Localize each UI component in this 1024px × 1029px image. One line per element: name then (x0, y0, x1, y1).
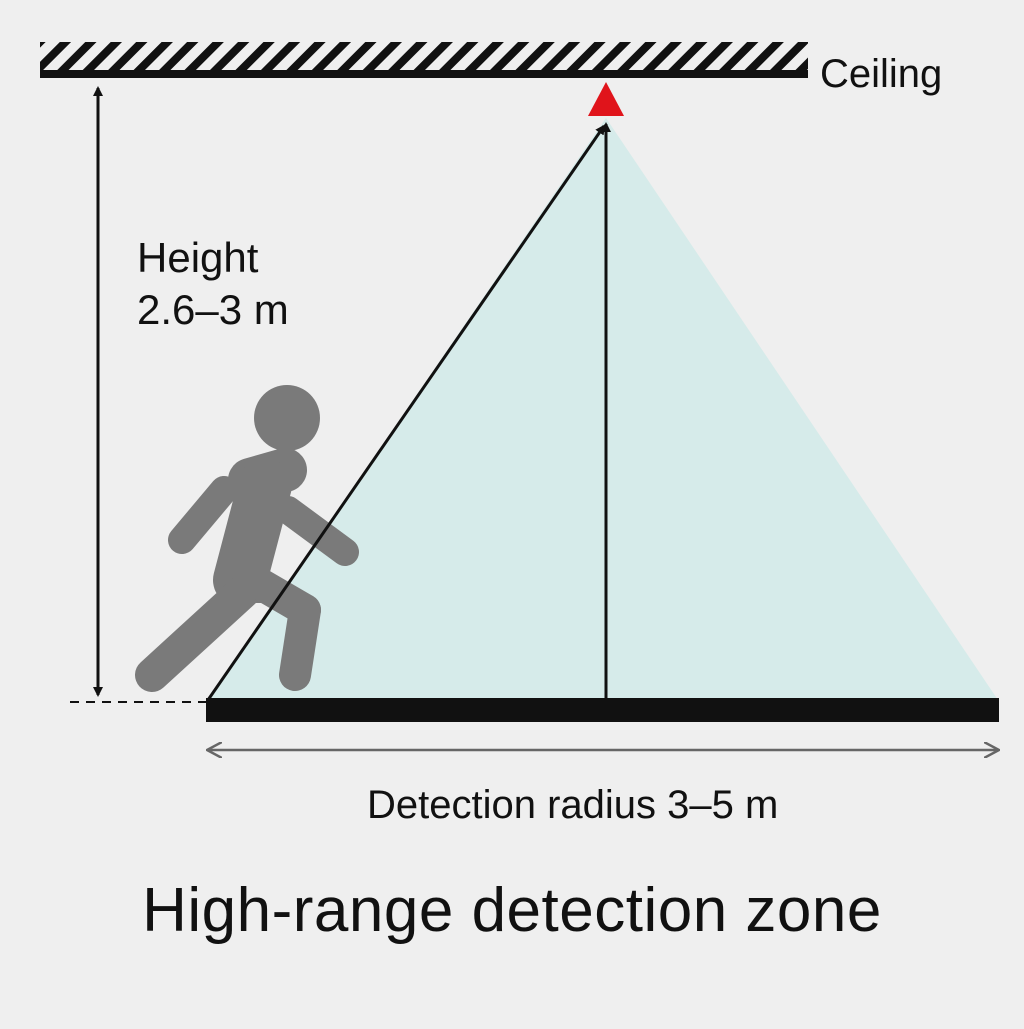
detection-edge-arrow (206, 124, 606, 701)
diagram-title: High-range detection zone (142, 876, 882, 945)
radius-label: Detection radius 3–5 m (367, 783, 779, 827)
ceiling-line (40, 70, 808, 78)
floor-bar (206, 698, 999, 722)
detection-zone (208, 118, 998, 700)
height-label-line1: Height (137, 234, 259, 281)
ceiling (40, 42, 808, 78)
height-label: Height 2.6–3 m (137, 232, 289, 336)
ceiling-label: Ceiling (820, 52, 943, 96)
sensor-triangle-icon (588, 82, 624, 116)
ceiling-hatch (40, 42, 808, 70)
walking-person-icon (135, 385, 359, 692)
height-label-line2: 2.6–3 m (137, 286, 289, 333)
